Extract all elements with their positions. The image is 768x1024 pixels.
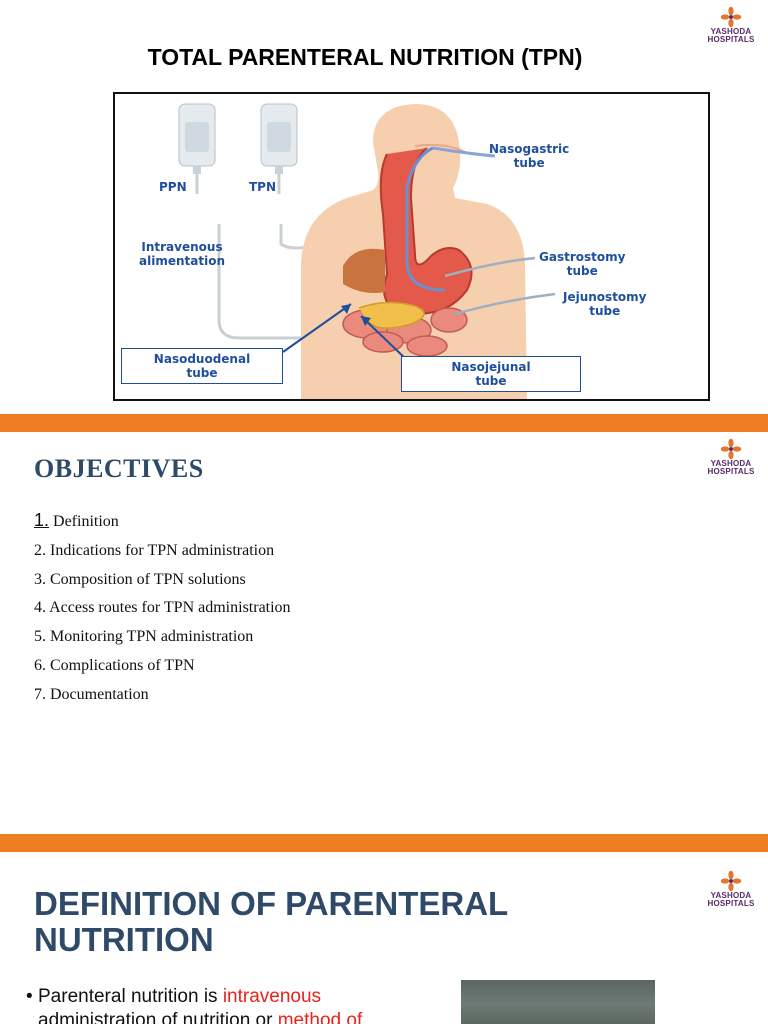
objective-item-2: 2. Indications for TPN administration bbox=[34, 537, 291, 566]
slide-definition: YASHODA HOSPITALS DEFINITION OF PARENTER… bbox=[0, 852, 768, 1024]
flower-logo-icon bbox=[720, 6, 742, 28]
tpn-diagram: PPN TPN Intravenous alimentation Nasogas… bbox=[113, 92, 710, 401]
label-tpn: TPN bbox=[249, 180, 276, 194]
label-nasojejunal-line1: Nasojejunal bbox=[406, 360, 576, 374]
bullet-text-red2: method of bbox=[278, 1010, 363, 1024]
objective-item-3: 3. Composition of TPN solutions bbox=[34, 566, 291, 595]
slide-divider bbox=[0, 834, 768, 852]
definition-title-line2: NUTRITION bbox=[34, 922, 508, 958]
label-nasogastric-line1: Nasogastric bbox=[489, 142, 569, 156]
label-jejunostomy-line1: Jejunostomy bbox=[563, 290, 647, 304]
iv-bag-tpn-icon bbox=[261, 104, 297, 174]
label-jejunostomy-tube: Jejunostomy tube bbox=[563, 290, 647, 318]
slide-divider bbox=[0, 414, 768, 432]
flower-logo-icon bbox=[720, 870, 742, 892]
bullet-text-red1: intravenous bbox=[223, 986, 321, 1007]
bullet-text-plain2: administration of nutrition or bbox=[38, 1010, 278, 1024]
label-iv-line1: Intravenous bbox=[139, 240, 225, 254]
objective-item-4: 4. Access routes for TPN administration bbox=[34, 594, 291, 623]
logo-line2: HOSPITALS bbox=[700, 900, 762, 908]
label-iv-line2: alimentation bbox=[139, 254, 225, 268]
bullet-dot-icon: • bbox=[26, 985, 38, 1009]
objective-number-1: 1. bbox=[34, 510, 49, 530]
objective-item-7: 7. Documentation bbox=[34, 681, 291, 710]
label-nasoduodenal-tube: Nasoduodenal tube bbox=[121, 348, 283, 384]
yashoda-logo: YASHODA HOSPITALS bbox=[700, 870, 762, 918]
flower-logo-icon bbox=[720, 438, 742, 460]
objective-item-1: 1. Definition bbox=[34, 506, 291, 537]
label-ppn: PPN bbox=[159, 180, 187, 194]
yashoda-logo: YASHODA HOSPITALS bbox=[700, 438, 762, 486]
label-nasojejunal-tube: Nasojejunal tube bbox=[401, 356, 581, 392]
objectives-list: 1. Definition 2. Indications for TPN adm… bbox=[34, 506, 291, 710]
slide-objectives: YASHODA HOSPITALS OBJECTIVES 1. Definiti… bbox=[0, 432, 768, 832]
definition-title: DEFINITION OF PARENTERAL NUTRITION bbox=[34, 886, 508, 958]
iv-bag-ppn-icon bbox=[179, 104, 215, 174]
label-gastrostomy-tube: Gastrostomy tube bbox=[539, 250, 625, 278]
label-gastrostomy-line2: tube bbox=[539, 264, 625, 278]
objective-item-6: 6. Complications of TPN bbox=[34, 652, 291, 681]
slide-tpn-title: YASHODA HOSPITALS TOTAL PARENTERAL NUTRI… bbox=[0, 0, 768, 412]
objective-item-5: 5. Monitoring TPN administration bbox=[34, 623, 291, 652]
logo-line2: HOSPITALS bbox=[700, 468, 762, 476]
definition-bullet: •Parenteral nutrition is intravenous adm… bbox=[26, 985, 446, 1024]
label-nasogastric-tube: Nasogastric tube bbox=[489, 142, 569, 170]
logo-line2: HOSPITALS bbox=[700, 36, 762, 44]
objectives-title: OBJECTIVES bbox=[34, 454, 204, 484]
definition-title-line1: DEFINITION OF PARENTERAL bbox=[34, 886, 508, 922]
label-gastrostomy-line1: Gastrostomy bbox=[539, 250, 625, 264]
clinical-photo bbox=[461, 980, 655, 1024]
label-nasojejunal-line2: tube bbox=[406, 374, 576, 388]
objective-text-1: Definition bbox=[49, 513, 119, 530]
bullet-text-plain1: Parenteral nutrition is bbox=[38, 986, 223, 1007]
label-intravenous-alimentation: Intravenous alimentation bbox=[139, 240, 225, 268]
label-nasogastric-line2: tube bbox=[489, 156, 569, 170]
label-nasoduodenal-line2: tube bbox=[126, 366, 278, 380]
slide-title: TOTAL PARENTERAL NUTRITION (TPN) bbox=[0, 44, 730, 71]
label-jejunostomy-line2: tube bbox=[563, 304, 647, 318]
label-nasoduodenal-line1: Nasoduodenal bbox=[126, 352, 278, 366]
